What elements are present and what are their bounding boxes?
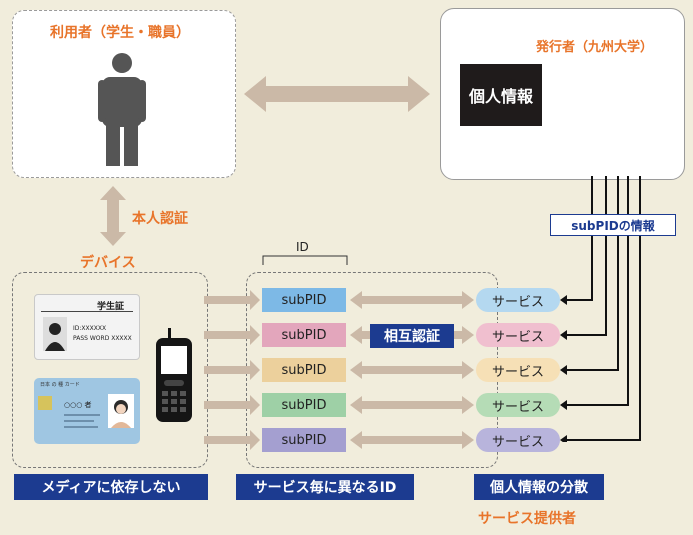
portrait-photo [108, 394, 134, 428]
user-issuer-double-arrow [244, 76, 430, 112]
student-pass-text: PASS WORD XXXXX [73, 335, 132, 342]
mutual-auth-label: 相互認証 [370, 324, 454, 348]
device-connector-arrows [204, 290, 260, 450]
double-arrow [350, 431, 474, 449]
service-provider-label: サービス提供者 [478, 511, 576, 527]
subpid-info-label: subPIDの情報 [550, 214, 676, 236]
text-line [64, 414, 100, 416]
service-pill: サービス [476, 393, 560, 417]
double-arrow [350, 326, 474, 344]
service-pill: サービス [476, 428, 560, 452]
media-label: メディアに依存しない [14, 474, 208, 500]
distributed-info-label: 個人情報の分散 [474, 474, 604, 500]
personal-info-box: 個人情報 [460, 64, 542, 126]
student-id-text: ID:XXXXXX [73, 325, 107, 332]
subpid-box: subPID [262, 323, 346, 347]
auth-label: 本人認証 [132, 211, 188, 227]
id-label: ID [296, 240, 309, 254]
subpid-box: subPID [262, 358, 346, 382]
text-line [64, 426, 98, 428]
double-arrow [350, 361, 474, 379]
auth-double-arrow [100, 186, 126, 246]
issuer-title: 発行者（九州大学） [536, 40, 654, 55]
service-pill: サービス [476, 288, 560, 312]
subpid-box: subPID [262, 393, 346, 417]
id-card-name: ○○○ 者 [64, 401, 92, 409]
user-title: 利用者（学生・職員） [50, 25, 190, 41]
photo-silhouette-icon [43, 317, 67, 351]
subpid-box: subPID [262, 428, 346, 452]
text-line [64, 420, 94, 422]
subpid-box: subPID [262, 288, 346, 312]
id-card-header: 日本 の 種 カード [40, 382, 80, 388]
card-rule [41, 311, 133, 312]
device-label: デバイス [80, 255, 136, 271]
student-card-title: 学生証 [97, 302, 125, 312]
mobile-phone-icon [156, 328, 192, 422]
service-pill: サービス [476, 358, 560, 382]
id-card: 日本 の 種 カード ○○○ 者 [34, 378, 140, 444]
student-card: 学生証 ID:XXXXXX PASS WORD XXXXX [34, 294, 140, 360]
double-arrow [350, 396, 474, 414]
person-icon [98, 53, 146, 166]
service-pill: サービス [476, 323, 560, 347]
unique-id-label: サービス毎に異なるID [236, 474, 414, 500]
id-bracket [262, 255, 348, 265]
ic-chip-icon [38, 396, 52, 410]
double-arrow [350, 291, 474, 309]
